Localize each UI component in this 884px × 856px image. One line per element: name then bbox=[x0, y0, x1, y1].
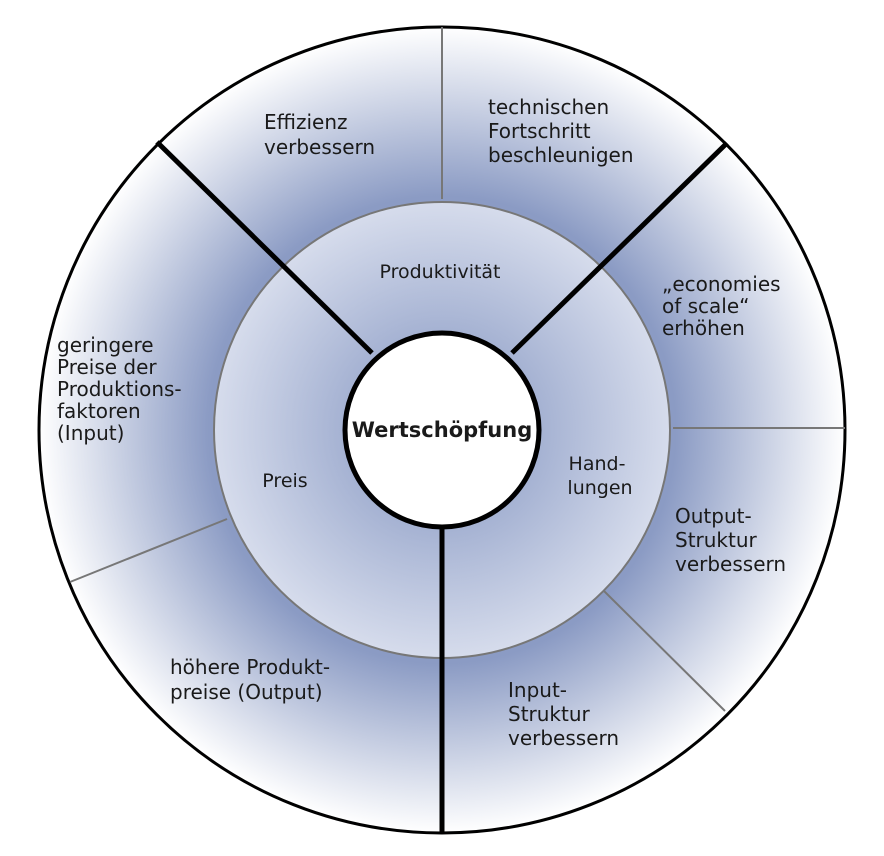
outer-label-output-struktur-line-3: verbessern bbox=[675, 552, 786, 576]
outer-label-output-struktur: Output- Struktur verbessern bbox=[675, 504, 786, 576]
outer-label-economies-of-scale: „economies of scale“ erhöhen bbox=[662, 272, 787, 340]
outer-label-technischer-fortschritt-line-2: Fortschritt bbox=[488, 119, 591, 143]
outer-label-effizienz: Effizienz verbessern bbox=[264, 110, 375, 159]
outer-label-output-struktur-line-1: Output- bbox=[675, 504, 752, 528]
outer-label-hoehere-produktpreise: höhere Produkt- preise (Output) bbox=[170, 655, 336, 704]
center-label: Wertschöpfung bbox=[352, 418, 532, 442]
outer-label-input-struktur: Input- Struktur verbessern bbox=[508, 678, 619, 750]
center-circle bbox=[342, 330, 542, 530]
outer-label-economies-of-scale-line-1: „economies bbox=[662, 272, 781, 296]
outer-label-hoehere-produktpreise-line-1: höhere Produkt- bbox=[170, 655, 330, 679]
outer-label-geringere-preise-line-4: faktoren bbox=[57, 399, 141, 423]
outer-label-input-struktur-line-3: verbessern bbox=[508, 726, 619, 750]
outer-label-geringere-preise-line-5: (Input) bbox=[57, 421, 124, 445]
outer-label-geringere-preise-line-3: Produktions- bbox=[57, 377, 182, 401]
inner-label-preis: Preis bbox=[262, 470, 307, 492]
outer-ring-dividers bbox=[69, 27, 845, 712]
outer-label-technischer-fortschritt-line-3: beschleunigen bbox=[488, 143, 634, 167]
divider-left bbox=[69, 518, 228, 583]
inner-label-handlungen-line-1: Hand- bbox=[569, 453, 626, 475]
outer-label-geringere-preise-line-2: Preise der bbox=[57, 355, 157, 379]
outer-label-technischer-fortschritt-line-1: technischen bbox=[488, 95, 609, 119]
outer-label-input-struktur-line-1: Input- bbox=[508, 678, 567, 702]
inner-label-handlungen-line-2: lungen bbox=[567, 477, 632, 499]
outer-label-effizienz-line-2: verbessern bbox=[264, 135, 375, 159]
divider-lower-right bbox=[603, 590, 726, 712]
outer-label-geringere-preise: geringere Preise der Produktions- faktor… bbox=[57, 333, 188, 445]
outer-label-geringere-preise-line-1: geringere bbox=[57, 333, 154, 357]
main-spokes bbox=[155, 140, 729, 833]
inner-label-handlungen: Hand- lungen bbox=[567, 453, 632, 499]
inner-label-produktivitaet: Produktivität bbox=[379, 261, 500, 283]
outer-label-hoehere-produktpreise-line-2: preise (Output) bbox=[170, 680, 323, 704]
outer-label-output-struktur-line-2: Struktur bbox=[675, 528, 758, 552]
spoke-upper-right bbox=[510, 141, 729, 355]
outer-label-technischer-fortschritt: technischen Fortschritt beschleunigen bbox=[488, 95, 634, 167]
spoke-upper-left bbox=[155, 140, 374, 355]
outer-label-effizienz-line-1: Effizienz bbox=[264, 110, 348, 134]
outer-label-economies-of-scale-line-2: of scale“ bbox=[662, 294, 750, 318]
outer-label-input-struktur-line-2: Struktur bbox=[508, 702, 591, 726]
outer-label-economies-of-scale-line-3: erhöhen bbox=[662, 316, 745, 340]
